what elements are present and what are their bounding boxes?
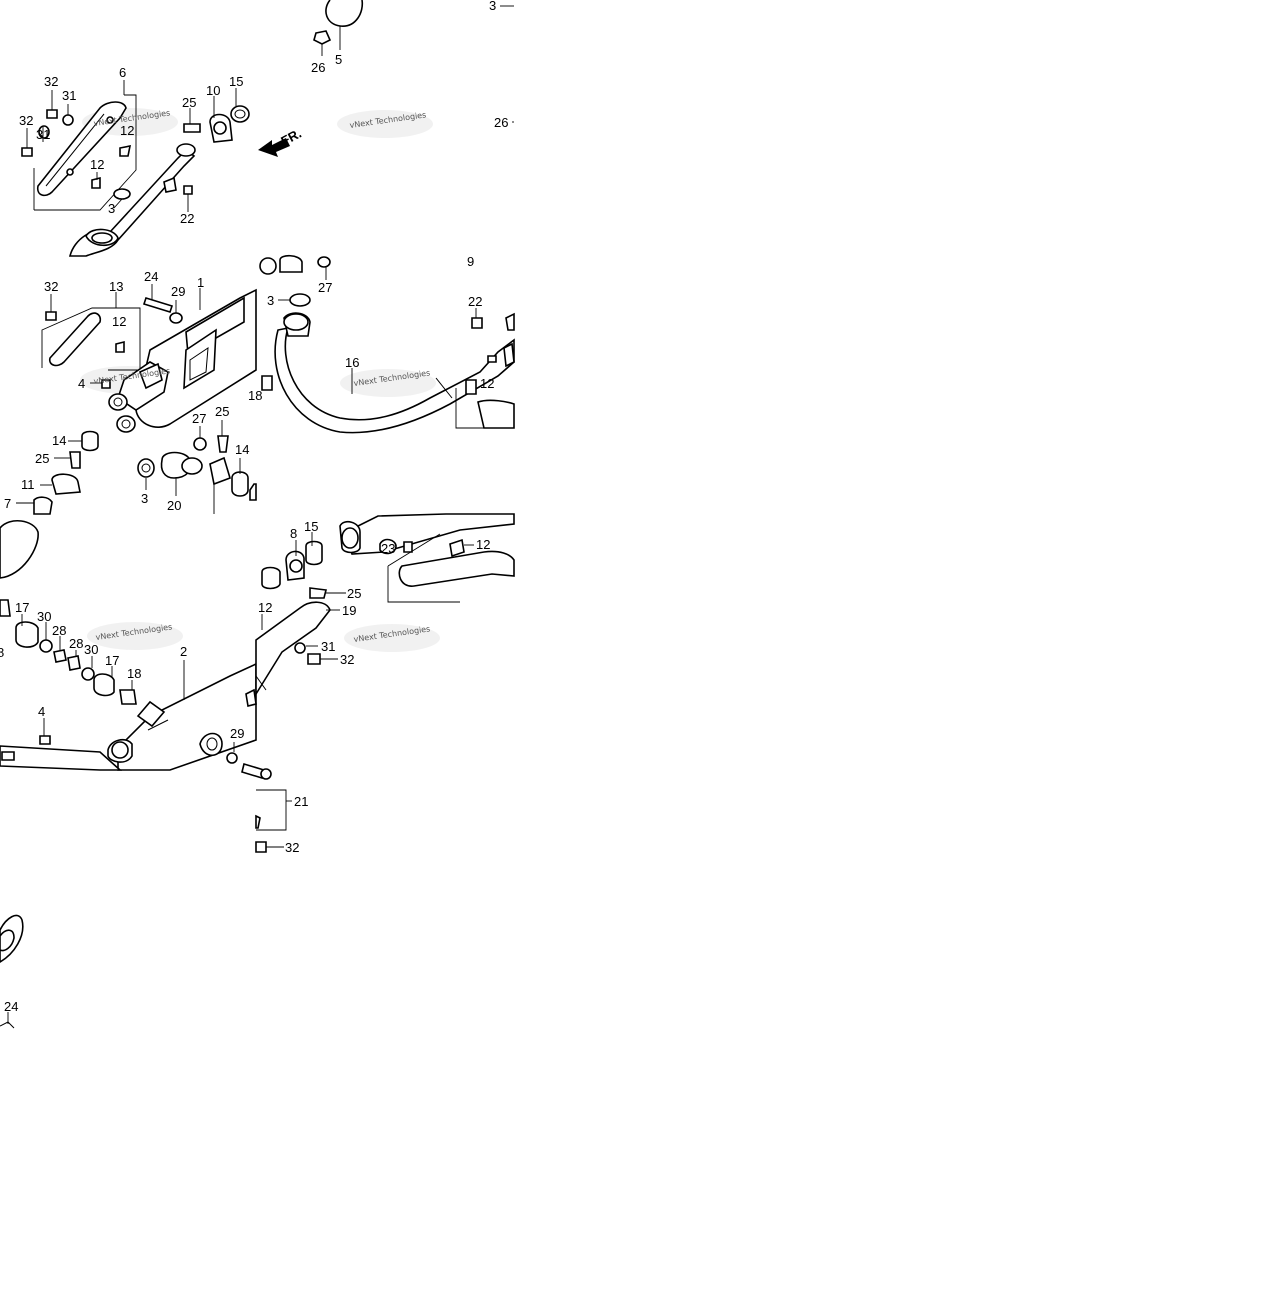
callout-label: 15 [304, 519, 318, 534]
panel-f-fragment [0, 914, 24, 1029]
callout-label: 30 [37, 609, 51, 624]
callout-label: 12 [258, 600, 272, 615]
callout-label: 17 [15, 600, 29, 615]
callout-label: 12 [90, 157, 104, 172]
callout-label: 12 [112, 314, 126, 329]
callout-label: 26 [311, 60, 325, 75]
callout-label: 5 [335, 52, 342, 67]
callout-label: 21 [294, 794, 308, 809]
callout-label: 24 [144, 269, 158, 284]
callout-label: 18 [248, 388, 262, 403]
callout-label: 19 [342, 603, 356, 618]
panel-c [259, 254, 515, 434]
callout-label: 25 [182, 95, 196, 110]
panel-d [0, 520, 257, 771]
callout-label: 32 [285, 840, 299, 855]
callout-label: 15 [229, 74, 243, 89]
callout-label: 22 [180, 211, 194, 226]
callout-label: 24 [4, 999, 18, 1014]
callout-label: 6 [119, 65, 126, 80]
callout-label: 27 [192, 411, 206, 426]
callout-label: 32 [340, 652, 354, 667]
panel-a [21, 80, 290, 257]
callout-label: 28 [52, 623, 66, 638]
callout-label: 3 [108, 201, 115, 216]
callout-label: 11 [21, 477, 35, 492]
callout-label: 2 [180, 644, 187, 659]
callout-label: 8 [0, 645, 4, 660]
callout-label: 30 [84, 642, 98, 657]
callout-label: 31 [321, 639, 335, 654]
callout-label: 23 [381, 541, 395, 556]
callout-label: 29 [171, 284, 185, 299]
callout-label: 7 [4, 496, 11, 511]
callout-label: 25 [347, 586, 361, 601]
callout-label: 31 [36, 127, 50, 142]
callout-label: 25 [215, 404, 229, 419]
panel-b [16, 284, 273, 515]
callout-label: 4 [78, 376, 85, 391]
callout-label: 32 [44, 279, 58, 294]
callout-label: 22 [468, 294, 482, 309]
callout-label: 16 [345, 355, 359, 370]
callout-label: 1 [197, 275, 204, 290]
callout-label: 14 [52, 433, 66, 448]
callout-label: 17 [105, 653, 119, 668]
callout-label: 8 [290, 526, 297, 541]
callout-label: 3 [267, 293, 274, 308]
callout-label: 20 [167, 498, 181, 513]
callout-label: 3 [489, 0, 496, 13]
callout-label: 32 [19, 113, 33, 128]
callout-label: 26 [494, 115, 508, 130]
callout-label: 12 [476, 537, 490, 552]
callout-label: 31 [62, 88, 76, 103]
callout-label: 29 [230, 726, 244, 741]
callout-label: 27 [318, 280, 332, 295]
callout-label: 18 [127, 666, 141, 681]
panel-e [226, 513, 515, 853]
callout-label: 28 [69, 636, 83, 651]
callout-label: 14 [235, 442, 249, 457]
callout-label: 3 [141, 491, 148, 506]
callout-labels: 3 26 5 26 32 6 31 32 31 12 12 3 25 10 15… [0, 0, 508, 1014]
panel-top-fragment [313, 0, 514, 123]
callout-label: 25 [35, 451, 49, 466]
callout-label: 32 [44, 74, 58, 89]
callout-label: 12 [120, 123, 134, 138]
callout-label: 9 [467, 254, 474, 269]
callout-label: 4 [38, 704, 45, 719]
callout-label: 13 [109, 279, 123, 294]
callout-label: 10 [206, 83, 220, 98]
callout-label: 12 [480, 376, 494, 391]
